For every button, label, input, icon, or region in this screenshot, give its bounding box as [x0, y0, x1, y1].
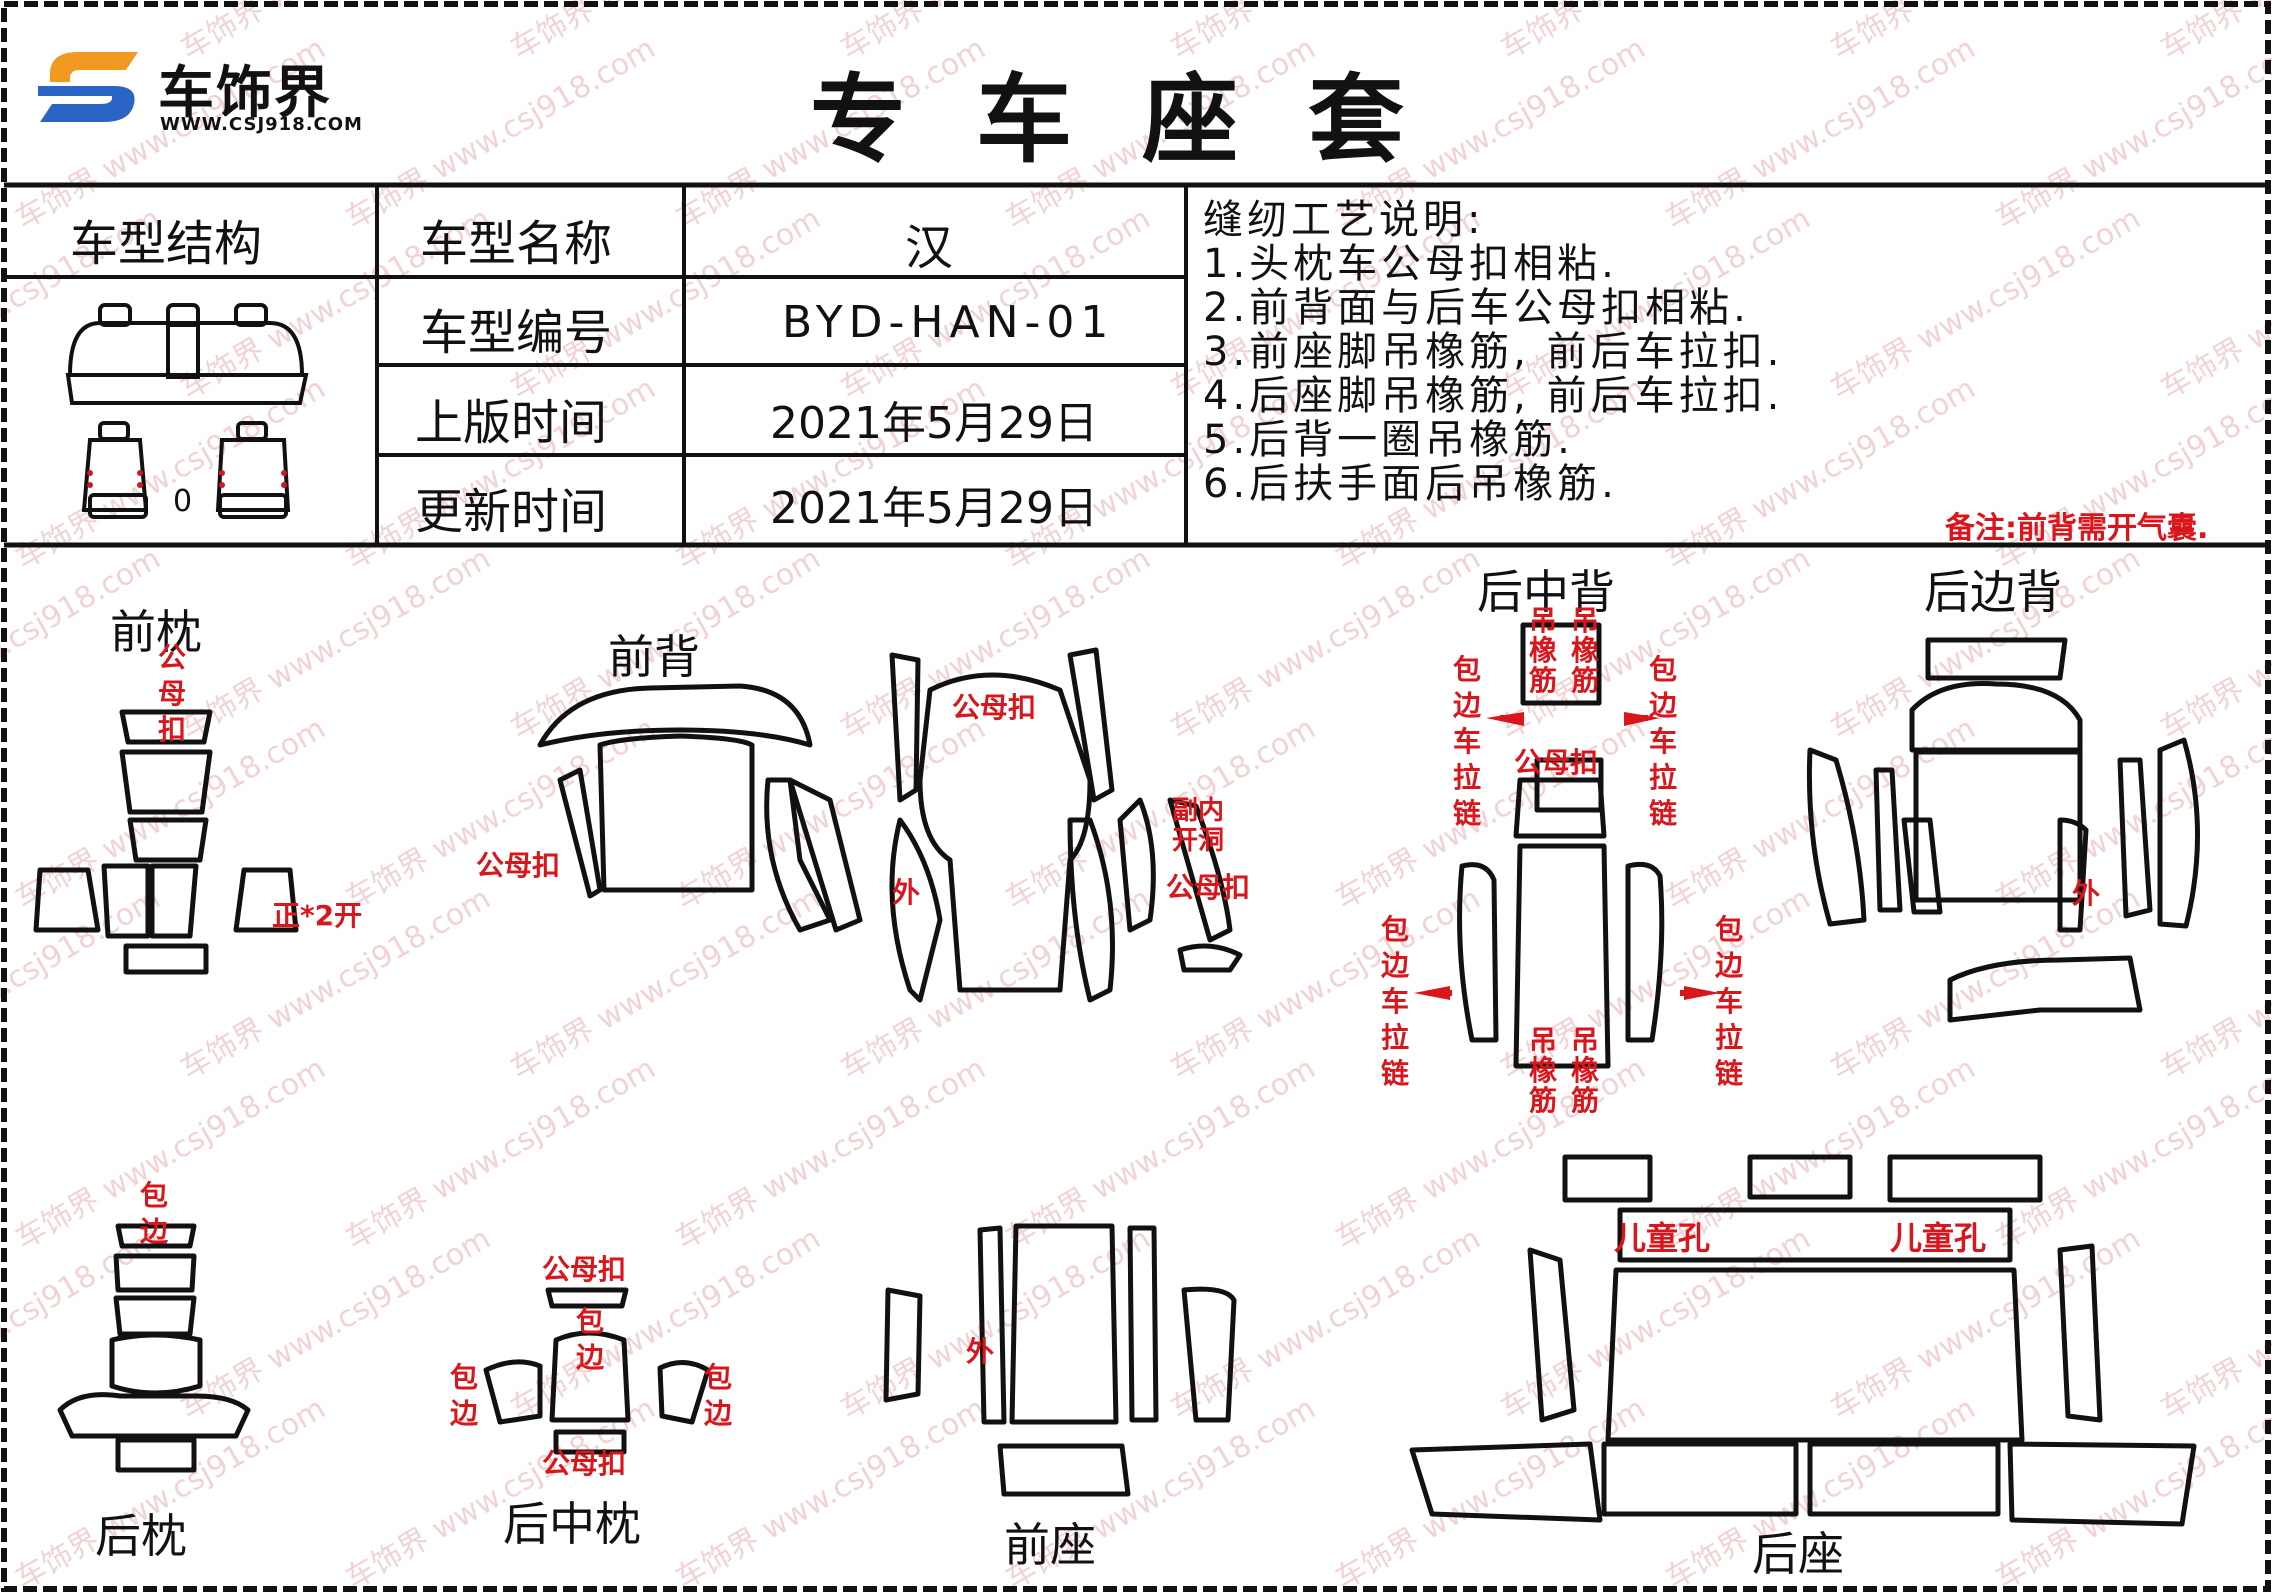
annotation-rear-center-zipper-right: 包边车拉链	[1648, 653, 1677, 830]
section-rear-center-back: 后中背	[1477, 565, 1615, 619]
annotation-rear-center-headrest-edge-right: 包边	[703, 1361, 732, 1430]
section-rear-headrest: 后枕	[95, 1509, 187, 1563]
annotation-rear-side-outer: 外	[2072, 877, 2101, 910]
logo-mark	[30, 42, 150, 128]
annotation-rear-center-snap: 公母扣	[1514, 746, 1599, 779]
instruction-1: 1.头枕车公母扣相粘.	[1203, 241, 1618, 287]
annotation-rear-center-elastic-4: 吊橡筋	[1570, 1024, 1599, 1117]
section-front-back: 前背	[608, 630, 700, 684]
seat-icon-label: 0	[173, 484, 193, 519]
section-rear-center-headrest: 后中枕	[503, 1497, 641, 1551]
annotation-front-back-snap-top: 公母扣	[952, 691, 1037, 724]
section-rear-seat: 后座	[1752, 1527, 1844, 1581]
rear-center-headrest-pattern	[483, 1287, 711, 1455]
model-code-label: 车型编号	[420, 305, 613, 361]
annotation-rear-center-elastic-2: 吊橡筋	[1570, 604, 1599, 697]
annotation-rear-seat-child-hole-right: 儿童孔	[1890, 1219, 1987, 1257]
annotation-front-back-inner-hole: 副内开洞	[1172, 796, 1225, 856]
instructions-title: 缝纫工艺说明:	[1203, 197, 1485, 243]
annotation-rear-center-zipper-lower-right: 包边车拉链	[1714, 913, 1743, 1090]
front-back-pattern	[537, 647, 1243, 1003]
annotation-front-back-snap-right: 公母扣	[1166, 871, 1251, 904]
annotation-front-back-snap-left: 公母扣	[476, 849, 561, 882]
annotation-rear-center-headrest-snap-top: 公母扣	[542, 1253, 627, 1286]
annotation-rear-seat-child-hole-left: 儿童孔	[1614, 1219, 1711, 1257]
annotation-rear-headrest-edge: 包边	[139, 1179, 168, 1248]
section-front-seat: 前座	[1004, 1518, 1096, 1572]
issue-date-label: 上版时间	[415, 395, 608, 451]
annotation-front-headrest-opening: 正*2开	[272, 899, 363, 932]
instruction-5: 5.后背一圈吊橡筋.	[1203, 417, 1574, 463]
update-date-value: 2021年5月29日	[770, 483, 1098, 534]
annotation-front-headrest-snap: 公母扣	[157, 641, 186, 746]
rear-center-back-pattern	[1457, 622, 1665, 1069]
rear-seat-pattern	[1409, 1154, 2197, 1527]
section-rear-side-back: 后边背	[1924, 565, 2062, 619]
annotation-rear-center-headrest-edge-left: 包边	[449, 1361, 478, 1430]
logo-name: 车饰界	[158, 61, 332, 126]
front-seat-pattern	[883, 1223, 1237, 1497]
annotation-rear-center-zipper-left: 包边车拉链	[1452, 653, 1481, 830]
instruction-4: 4.后座脚吊橡筋, 前后车拉扣.	[1203, 373, 1784, 419]
model-code-value: BYD-HAN-01	[782, 297, 1115, 348]
front-headrest-pattern	[33, 709, 299, 975]
annotation-front-seat-outer: 外	[966, 1335, 995, 1368]
annotation-rear-center-zipper-lower-left: 包边车拉链	[1380, 913, 1409, 1090]
rear-side-back-pattern	[1806, 637, 2200, 1023]
annotation-rear-center-headrest-snap-bottom: 公母扣	[542, 1447, 627, 1480]
update-date-label: 更新时间	[415, 484, 608, 540]
model-name-label: 车型名称	[420, 216, 613, 272]
rear-headrest-pattern	[57, 1223, 251, 1473]
issue-date-value: 2021年5月29日	[770, 398, 1098, 449]
structure-header: 车型结构	[70, 216, 263, 272]
instructions-note: 备注:前背需开气囊.	[1945, 511, 2209, 546]
section-front-headrest: 前枕	[110, 605, 202, 659]
model-name-value: 汉	[905, 220, 954, 276]
logo-url: WWW.CSJ918.COM	[160, 114, 363, 135]
page-title: 专车座套	[810, 64, 1474, 176]
annotation-rear-center-elastic-1: 吊橡筋	[1528, 604, 1557, 697]
instruction-2: 2.前背面与后车公母扣相粘.	[1203, 285, 1750, 331]
annotation-rear-center-headrest-edge-mid: 包边	[575, 1305, 604, 1374]
instruction-6: 6.后扶手面后吊橡筋.	[1203, 461, 1618, 507]
instruction-3: 3.前座脚吊橡筋, 前后车拉扣.	[1203, 329, 1784, 375]
seat-structure-icon	[65, 303, 309, 519]
annotation-rear-center-elastic-3: 吊橡筋	[1528, 1024, 1557, 1117]
annotation-front-back-outer: 外	[892, 876, 921, 909]
